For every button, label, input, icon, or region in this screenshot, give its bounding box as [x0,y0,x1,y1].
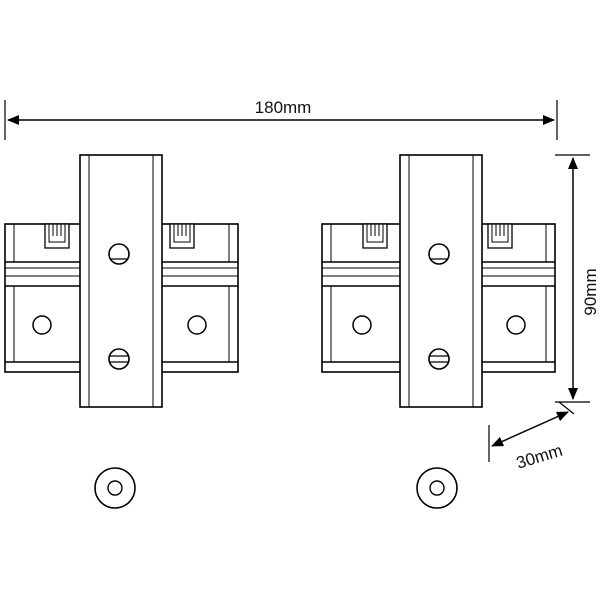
right-plate-screw-top [428,243,450,265]
right-bracket-assembly [321,154,556,408]
height-dimension: 90mm [555,154,600,403]
left-side-screw-1 [32,315,52,335]
right-washer [416,467,458,509]
right-contact-clip-1 [362,223,388,249]
left-side-screw-2 [187,315,207,335]
right-contact-clip-2 [487,223,513,249]
right-side-screw-1 [352,315,372,335]
left-plate-screw-bottom [108,348,130,370]
depth-label: 30mm [514,441,565,473]
left-plate-screw-top [108,243,130,265]
height-label: 90mm [581,268,600,315]
depth-ext-right [558,401,575,415]
left-contact-clip-1 [44,223,70,249]
left-bracket-assembly [4,154,239,408]
right-side-screw-2 [506,315,526,335]
width-dimension: 180mm [4,98,558,140]
right-plate-screw-bottom [428,348,450,370]
width-label: 180mm [255,98,312,117]
left-contact-clip-2 [169,223,195,249]
depth-dim-line [491,411,569,447]
left-washer [94,467,136,509]
depth-dimension: 30mm [488,401,575,473]
